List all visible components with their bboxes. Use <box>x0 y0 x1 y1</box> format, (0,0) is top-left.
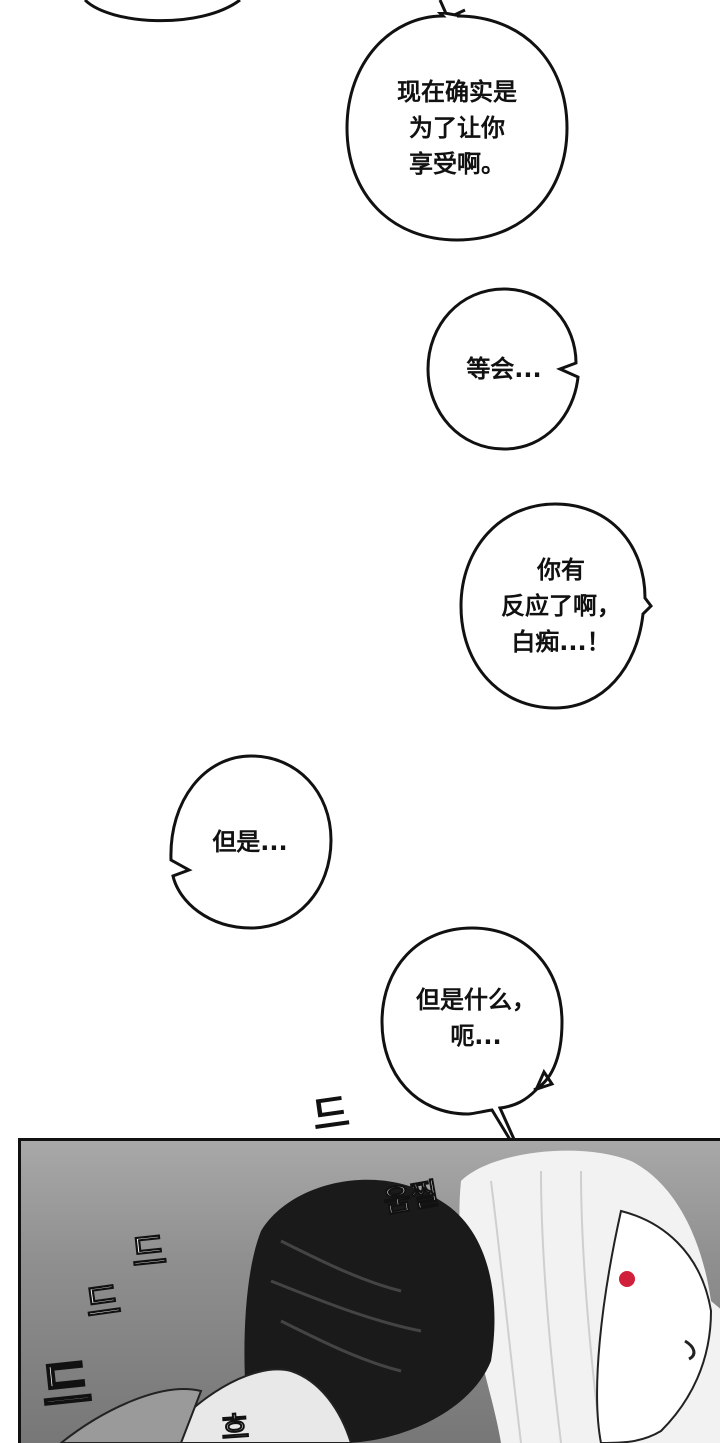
speech-bubble-2-outline <box>426 287 580 451</box>
speech-bubble-3-text: 你有 反应了啊， 白痴...！ <box>501 556 621 656</box>
speech-bubble-2-text: 等会... <box>466 355 542 383</box>
speech-bubble-1: 现在确实是 为了让你 享受啊。 <box>343 12 571 244</box>
speech-bubble-1-text: 现在确实是 为了让你 享受啊。 <box>397 78 517 178</box>
speech-bubble-4-text: 但是... <box>212 828 288 856</box>
speech-bubble-1-outline <box>345 12 569 242</box>
sfx-panel-4: 드 <box>37 1351 95 1421</box>
speech-bubble-3: 你有 反应了啊， 白痴...！ <box>455 500 655 712</box>
speech-bubble-5: 但是什么， 呃... <box>376 922 576 1170</box>
sfx-top: 드 <box>309 1089 353 1141</box>
sfx-panel-3: 드 <box>82 1277 124 1327</box>
partial-bubble-top <box>83 0 466 23</box>
illustration-panel: 움찔 드 드 드 흐 <box>18 1138 720 1443</box>
sfx-panel-2: 드 <box>129 1228 169 1276</box>
red-eye <box>619 1271 635 1287</box>
speech-bubble-2: 等会... <box>424 285 584 453</box>
speech-bubble-5-text: 但是什么， 呃... <box>416 986 536 1050</box>
sfx-panel-5: 흐 <box>220 1410 251 1443</box>
panel-artwork <box>59 1150 720 1443</box>
speech-bubble-4-outline <box>169 754 333 930</box>
speech-bubble-3-outline <box>459 502 653 710</box>
speech-bubble-4: 但是... <box>165 752 335 932</box>
